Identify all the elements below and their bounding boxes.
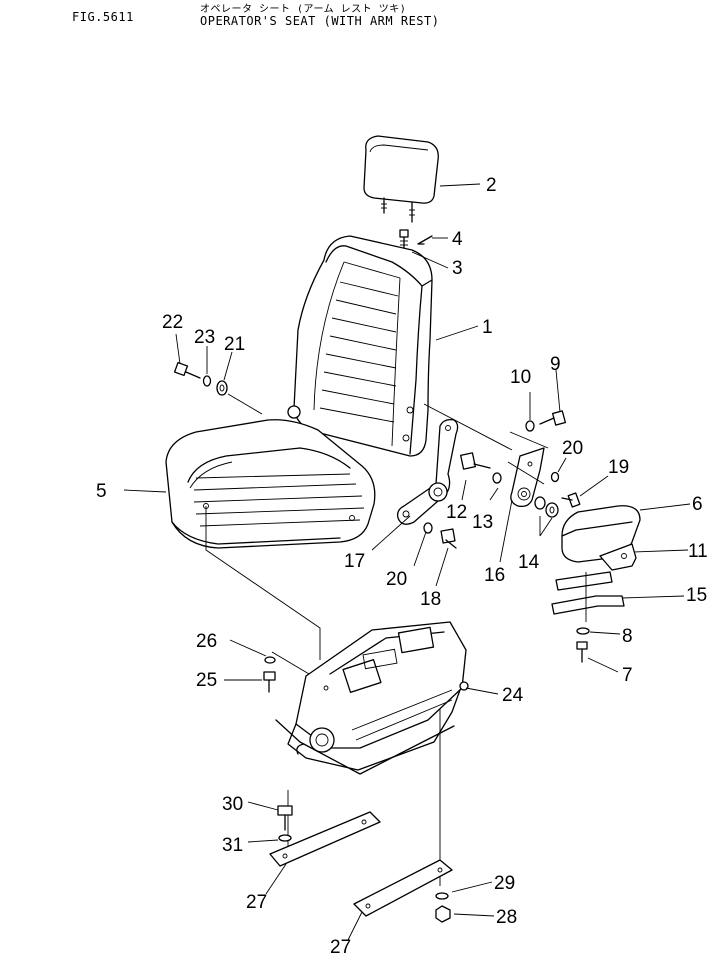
callout-11: 11 (688, 541, 708, 562)
seat-back-part (287, 235, 433, 457)
armrest-hinge-part (507, 410, 581, 518)
callout-16: 16 (484, 565, 505, 586)
callout-labels: 2 4 3 1 22 23 21 5 10 9 20 19 6 11 15 8 … (96, 175, 708, 955)
callout-2: 2 (486, 175, 497, 196)
callout-26: 26 (196, 631, 217, 652)
mounting-plates-part (269, 805, 453, 923)
callout-31: 31 (222, 835, 243, 856)
title-english: OPERATOR'S SEAT (WITH ARM REST) (200, 14, 440, 28)
callout-27b: 27 (330, 937, 351, 955)
figure-id: FIG.5611 (72, 10, 134, 24)
callout-3: 3 (452, 258, 463, 279)
headrest-part (363, 135, 439, 223)
seat-cushion-part (165, 419, 376, 549)
callout-1: 1 (482, 317, 493, 338)
bolt-3-part (399, 229, 433, 253)
callout-6: 6 (692, 494, 703, 515)
callout-9: 9 (550, 354, 561, 375)
callout-24: 24 (502, 685, 524, 706)
callout-20a: 20 (562, 438, 583, 459)
callout-30: 30 (222, 794, 243, 815)
callout-7: 7 (622, 665, 633, 686)
leader-lines (123, 183, 691, 941)
arm-bracket-part (396, 403, 513, 525)
callout-10: 10 (510, 367, 531, 388)
bolt-22-washer-23-nut-21 (173, 361, 263, 415)
callout-17: 17 (344, 551, 365, 572)
callout-12: 12 (446, 502, 467, 523)
callout-15: 15 (686, 585, 707, 606)
armrest-part (551, 505, 641, 663)
callout-20b: 20 (386, 569, 407, 590)
callout-25: 25 (196, 670, 217, 691)
callout-21: 21 (224, 334, 245, 355)
callout-27a: 27 (246, 892, 267, 913)
seat-suspension-base-part (275, 621, 469, 775)
callout-18: 18 (420, 589, 441, 610)
callout-8: 8 (622, 626, 633, 647)
callout-14: 14 (518, 552, 540, 573)
callout-23: 23 (194, 327, 215, 348)
title-japanese: オペレータ シート (アーム レスト ツキ) (200, 4, 407, 15)
bolt-25-washer-26 (263, 656, 276, 693)
callout-4: 4 (452, 229, 463, 250)
callout-29: 29 (494, 873, 515, 894)
callout-13: 13 (472, 512, 493, 533)
callout-19: 19 (608, 457, 629, 478)
callout-5: 5 (96, 481, 107, 502)
bolt-18-washer-20 (423, 522, 457, 549)
callout-22: 22 (162, 312, 183, 333)
callout-28: 28 (496, 907, 517, 928)
